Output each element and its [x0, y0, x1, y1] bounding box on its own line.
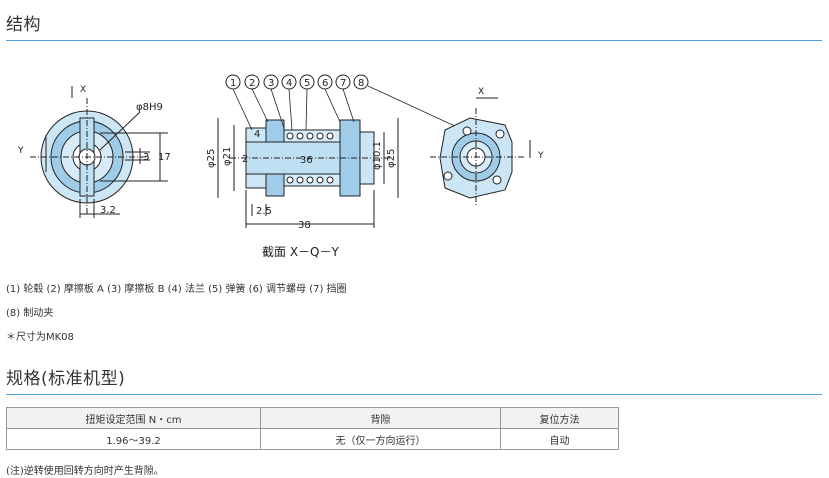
part-num-6: 6 — [322, 78, 328, 89]
cell-torque: 1.96～39.2 — [6, 428, 261, 450]
part-number-circles — [225, 74, 369, 90]
dim-2-5: 2.5 — [256, 206, 272, 217]
diagram-caption: 截面 X－Q－Y — [262, 245, 339, 259]
dim-phi21: φ21 — [222, 147, 233, 166]
cell-reset: 自动 — [500, 428, 619, 450]
dim-2: 2 — [242, 154, 248, 165]
header-reset: 复位方法 — [500, 407, 619, 429]
part-num-3: 3 — [268, 78, 274, 89]
section-divider-spec — [6, 394, 822, 395]
leader-lines — [232, 85, 471, 134]
dim-3-2: 3.2 — [100, 205, 116, 216]
section-divider — [6, 40, 822, 41]
header-backlash: 背隙 — [260, 407, 501, 429]
table-header-row: 扭矩设定范围 N・cm 背隙 复位方法 — [6, 407, 619, 429]
left-view — [30, 86, 168, 218]
dim-x-left: X — [80, 85, 86, 95]
part-num-4: 4 — [286, 78, 292, 89]
dim-y-left: Y — [17, 146, 24, 156]
part-num-5: 5 — [304, 78, 310, 89]
dim-38: 38 — [298, 220, 311, 231]
header-torque: 扭矩设定范围 N・cm — [6, 407, 261, 429]
section-title-spec: 规格(标准机型) — [6, 369, 126, 389]
dim-x-right: X — [478, 87, 484, 97]
dim-4: 4 — [254, 129, 260, 140]
part-num-2: 2 — [249, 78, 255, 89]
dim-y-right: Y — [537, 151, 544, 161]
section-title-structure: 结构 — [6, 15, 41, 35]
part-num-8: 8 — [358, 78, 364, 89]
dim-36: 36 — [300, 155, 313, 166]
dim-bore: φ8H9 — [136, 102, 163, 113]
spring-coils — [286, 132, 334, 184]
table-row: 1.96～39.2 无（仅一方向运行） 自动 — [6, 428, 619, 450]
cell-backlash: 无（仅一方向运行） — [260, 428, 501, 450]
dim-3: 3 — [143, 152, 149, 163]
part-num-1: 1 — [230, 78, 236, 89]
dim-phi10-1: φ10.1 — [372, 141, 383, 170]
dim-phi25-left: φ25 — [206, 149, 217, 168]
structure-diagram: X Y φ8H9 3 17 3.2 1 2 3 — [17, 74, 544, 259]
dim-17: 17 — [158, 152, 171, 163]
parts-list-line2: (8) 制动夹 — [6, 308, 54, 319]
dim-phi25-right: φ25 — [386, 149, 397, 168]
part-num-7: 7 — [340, 78, 346, 89]
footnote: (注)逆转使用回转方向时产生背隙。 — [6, 466, 164, 477]
spec-table: 扭矩设定范围 N・cm 背隙 复位方法 1.96～39.2 无（仅一方向运行） … — [6, 407, 619, 450]
size-note: ＊尺寸为MK08 — [6, 332, 74, 343]
parts-list-line1: (1) 轮毂 (2) 摩擦板 A (3) 摩擦板 B (4) 法兰 (5) 弹簧… — [6, 284, 347, 295]
right-view — [430, 97, 531, 206]
